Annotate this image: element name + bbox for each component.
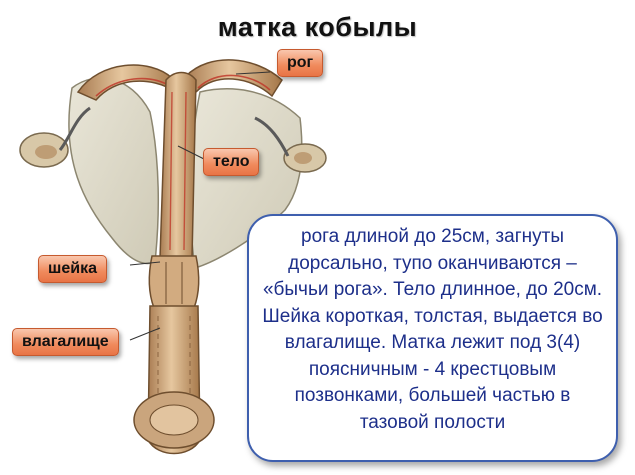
horn-leader-line [235, 71, 271, 75]
left-broad-ligament [68, 77, 160, 265]
cervix-leader-line [129, 261, 161, 266]
right-oviduct [254, 116, 290, 157]
label-cervix: шейка [38, 255, 107, 283]
vagina-leader-line [129, 327, 161, 341]
label-horn: рог [277, 49, 324, 77]
body-leader-line [177, 145, 207, 161]
right-horn [185, 59, 283, 98]
label-body: тело [203, 148, 260, 176]
left-ovary [19, 132, 69, 168]
right-ovary [283, 143, 327, 173]
uterine-body [159, 71, 197, 259]
cervix [148, 255, 200, 309]
page-title: матка кобылы [217, 12, 418, 42]
left-oviduct [58, 106, 91, 151]
description-box: рога длиной до 25см, загнуты дорсально, … [247, 214, 618, 462]
label-vagina: влагалище [12, 328, 119, 356]
